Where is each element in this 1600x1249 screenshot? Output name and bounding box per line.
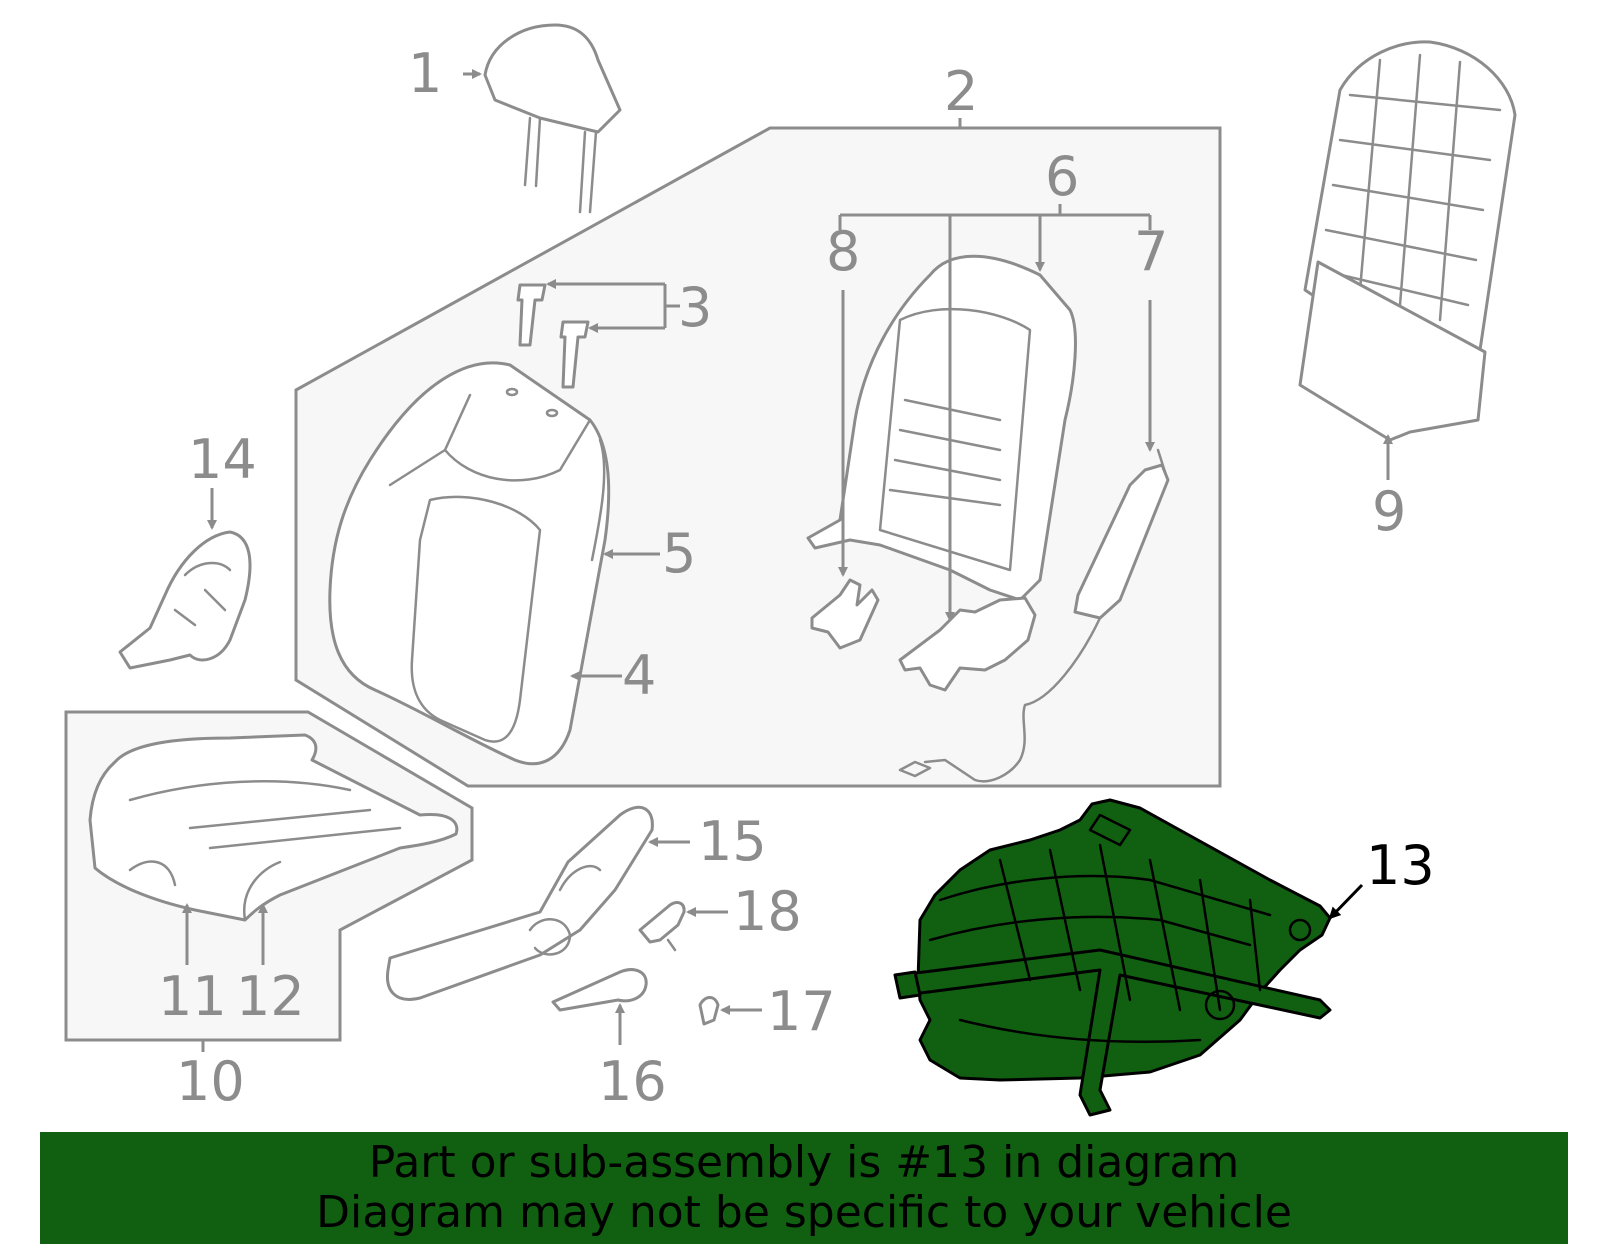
banner-line-disclaimer: Diagram may not be specific to your vehi… <box>316 1187 1292 1238</box>
seat-track-frame-part-highlighted <box>893 798 1332 1117</box>
banner-line-part: Part or sub-assembly is #13 in diagram <box>368 1137 1240 1188</box>
callout-2: 2 <box>944 60 978 123</box>
seatback-cover-part <box>328 361 611 766</box>
side-shield-part <box>385 805 654 1001</box>
side-airbag-part <box>898 448 1170 783</box>
callout-4: 4 <box>622 644 656 707</box>
callout-17: 17 <box>767 980 836 1043</box>
callout-16: 16 <box>598 1050 667 1113</box>
side-trim-part <box>118 530 252 670</box>
callout-12: 12 <box>236 965 305 1028</box>
callout-5: 5 <box>662 522 696 585</box>
callout-11: 11 <box>158 965 227 1028</box>
seatback-panel-part <box>1298 40 1517 442</box>
callout-18: 18 <box>733 880 802 943</box>
seatback-frame-part <box>806 254 1077 692</box>
callout-13: 13 <box>1366 834 1435 897</box>
callout-6: 6 <box>1045 145 1079 208</box>
callout-8: 8 <box>826 220 860 283</box>
part-info-banner: Part or sub-assembly is #13 in diagram D… <box>40 1132 1568 1244</box>
callout-15: 15 <box>698 810 767 873</box>
callout-3: 3 <box>678 276 712 339</box>
callout-10: 10 <box>176 1050 245 1113</box>
callout-14: 14 <box>188 428 257 491</box>
clip-part <box>698 996 720 1026</box>
headrest-part <box>483 23 622 214</box>
recline-knob-part <box>638 901 686 952</box>
callouts: 1 2 3 4 5 6 7 8 9 10 11 12 13 14 15 16 1… <box>158 42 1435 1113</box>
callout-7: 7 <box>1134 220 1168 283</box>
seat-cushion-part <box>88 733 459 922</box>
leader-lines <box>182 69 1393 1052</box>
callout-1: 1 <box>408 42 442 105</box>
callout-9: 9 <box>1372 480 1406 543</box>
height-lever-part <box>551 968 648 1012</box>
headrest-guide-part <box>516 283 590 389</box>
